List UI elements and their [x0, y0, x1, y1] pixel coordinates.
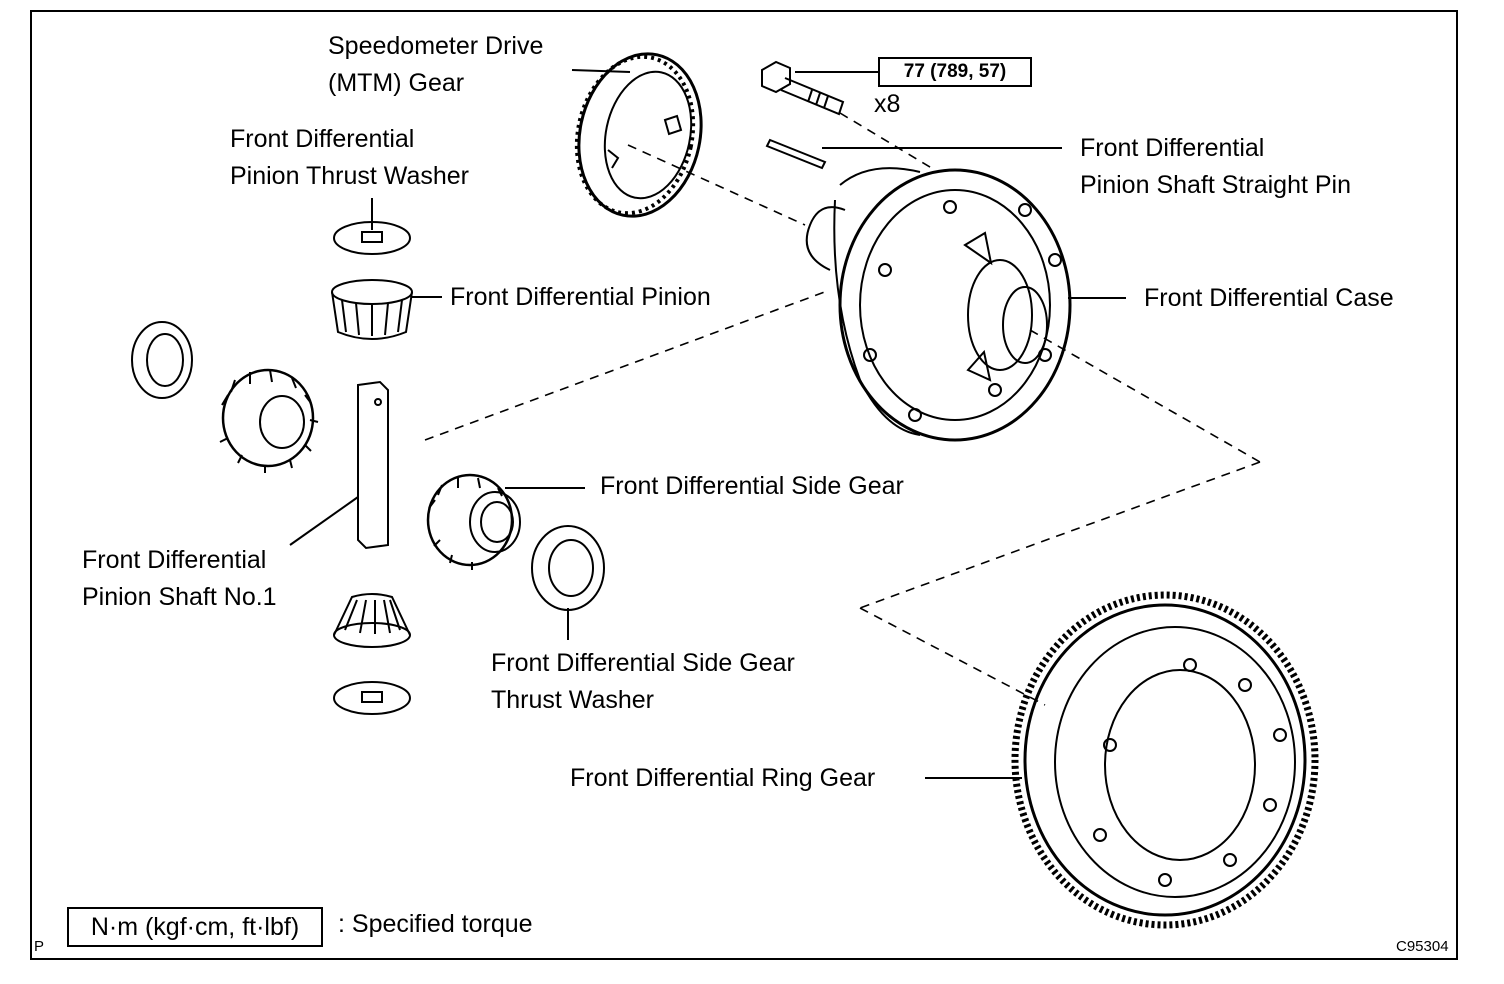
assembly-dash-lines [424, 112, 1261, 706]
differential-case-drawing [805, 167, 1072, 442]
label-ring-gear: Front Differential Ring Gear [570, 764, 876, 792]
speedometer-drive-gear-drawing [574, 52, 703, 218]
label-speedometer-drive-gear: Speedometer Drive (MTM) Gear [328, 32, 544, 97]
right-side-gear-drawing [426, 473, 605, 611]
corner-marker: P [34, 938, 45, 955]
label-pinion-thrust-washer: Front Differential Pinion Thrust Washer [230, 125, 469, 190]
pinion-thrust-washer-drawings [333, 221, 411, 715]
ring-gear-drawing [1011, 591, 1319, 929]
label-case: Front Differential Case [1144, 284, 1394, 312]
pinion-shaft-drawing [357, 380, 389, 550]
label-pinion-shaft-straight-pin: Front Differential Pinion Shaft Straight… [1080, 134, 1351, 199]
bolt-drawing [761, 60, 845, 116]
pinion-drawings [331, 279, 413, 648]
label-side-gear: Front Differential Side Gear [600, 472, 904, 500]
torque-value-box: 77 (789, 57) [878, 57, 1032, 87]
figure-code: C95304 [1396, 938, 1449, 955]
straight-pin-drawing [765, 138, 827, 170]
legend-unit-box: N·m (kgf·cm, ft·lbf) [67, 907, 323, 947]
diagram-frame [30, 10, 1458, 960]
label-pinion: Front Differential Pinion [450, 283, 711, 311]
legend-description: : Specified torque [338, 910, 533, 938]
leader-lines [289, 69, 1126, 779]
bolt-quantity: x8 [874, 90, 901, 118]
label-pinion-shaft-no1: Front Differential Pinion Shaft No.1 [82, 546, 277, 611]
left-side-gear-drawing [131, 321, 319, 473]
label-side-gear-thrust-washer: Front Differential Side Gear Thrust Wash… [491, 649, 795, 714]
